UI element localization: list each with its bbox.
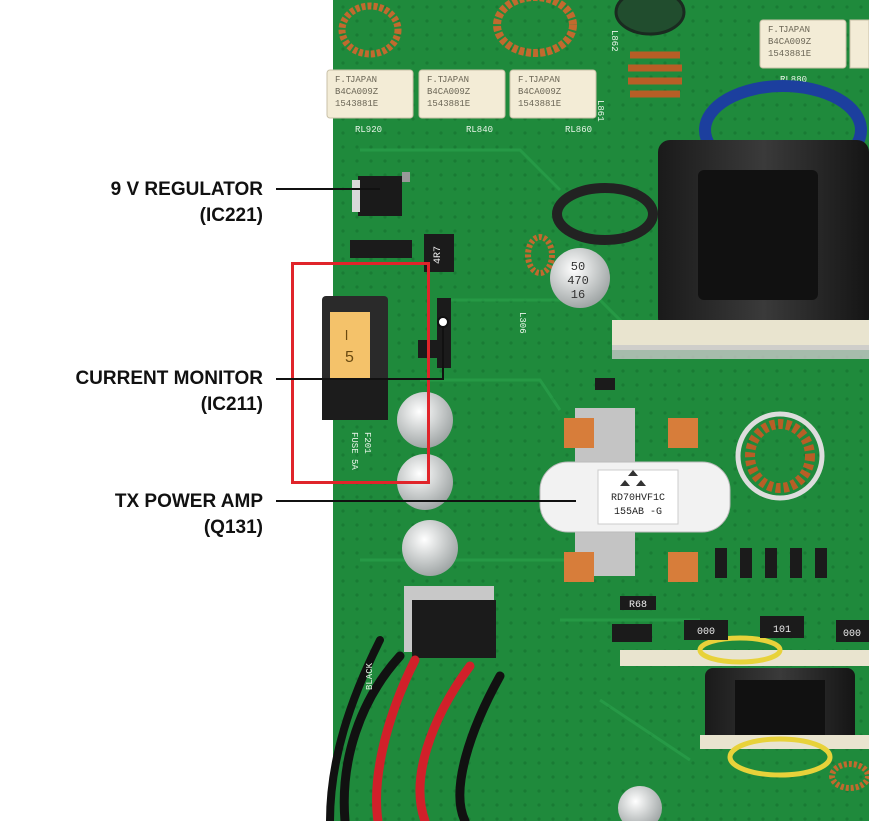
svg-text:F.T: F.T xyxy=(518,75,535,85)
callout-poweramp-title: TX POWER AMP xyxy=(114,491,263,512)
transformer-upper xyxy=(612,140,869,359)
svg-text:1543881E: 1543881E xyxy=(518,99,561,109)
leader-regulator xyxy=(276,188,380,190)
callout-regulator: 9 V REGULATOR (IC221) xyxy=(111,177,263,229)
callout-monitor-title: CURRENT MONITOR xyxy=(75,368,263,389)
svg-text:F.T: F.T xyxy=(768,25,785,35)
leader-monitor xyxy=(276,378,444,380)
svg-text:4R7: 4R7 xyxy=(433,246,444,264)
leader-poweramp xyxy=(276,500,576,502)
svg-text:RL860: RL860 xyxy=(565,125,592,135)
svg-text:1543881E: 1543881E xyxy=(768,49,811,59)
svg-text:RL880: RL880 xyxy=(780,75,807,85)
svg-text:F.T: F.T xyxy=(427,75,444,85)
relay-brand: F.T xyxy=(335,75,352,85)
svg-text:B4CA009Z: B4CA009Z xyxy=(518,87,562,97)
svg-text:101: 101 xyxy=(773,625,791,636)
svg-text:L862: L862 xyxy=(609,30,619,52)
callout-poweramp-ref: (Q131) xyxy=(203,517,263,538)
svg-text:1543881E: 1543881E xyxy=(335,99,378,109)
svg-text:JAPAN: JAPAN xyxy=(533,75,560,85)
svg-text:RL840: RL840 xyxy=(466,125,493,135)
callout-poweramp: TX POWER AMP (Q131) xyxy=(115,489,263,541)
callout-monitor: CURRENT MONITOR (IC211) xyxy=(75,366,263,418)
svg-text:470: 470 xyxy=(567,274,589,288)
svg-text:FUSE 5A: FUSE 5A xyxy=(349,432,359,470)
fuse-f201: l 5 xyxy=(322,296,388,420)
svg-text:1543881E: 1543881E xyxy=(427,99,470,109)
svg-text:JAPAN: JAPAN xyxy=(783,25,810,35)
regulator-ic221 xyxy=(352,172,410,216)
svg-text:5: 5 xyxy=(345,349,354,366)
leader-monitor-dot xyxy=(437,316,449,328)
relay-row xyxy=(326,19,869,119)
power-wires xyxy=(326,636,505,821)
svg-text:l: l xyxy=(345,327,348,343)
svg-text:000: 000 xyxy=(843,629,861,640)
toroid-inductors xyxy=(338,0,869,791)
callout-monitor-ref: (IC211) xyxy=(200,394,263,415)
svg-text:B4CA009Z: B4CA009Z xyxy=(768,37,812,47)
highlight-box xyxy=(291,262,430,484)
svg-text:B4CA009Z: B4CA009Z xyxy=(427,87,471,97)
svg-text:RL920: RL920 xyxy=(355,125,382,135)
svg-text:155AB -G: 155AB -G xyxy=(614,507,662,518)
svg-text:R68: R68 xyxy=(629,600,647,611)
svg-text:BLACK: BLACK xyxy=(365,662,375,690)
svg-text:50: 50 xyxy=(571,260,585,274)
svg-text:JAPAN: JAPAN xyxy=(442,75,469,85)
transformer-lower xyxy=(620,635,869,778)
svg-text:B4CA009Z: B4CA009Z xyxy=(335,87,379,97)
svg-text:L306: L306 xyxy=(517,312,527,334)
electrolytic-capacitors xyxy=(397,248,662,821)
svg-text:16: 16 xyxy=(571,288,585,302)
svg-text:L861: L861 xyxy=(595,100,605,122)
leader-monitor-riser xyxy=(442,326,444,380)
svg-text:RD70HVF1C: RD70HVF1C xyxy=(611,493,665,504)
svg-text:JAPAN: JAPAN xyxy=(350,75,377,85)
svg-text:F201: F201 xyxy=(362,432,372,454)
callout-regulator-ref: (IC221) xyxy=(199,205,263,226)
callout-regulator-title: 9 V REGULATOR xyxy=(110,179,263,200)
svg-text:000: 000 xyxy=(697,627,715,638)
